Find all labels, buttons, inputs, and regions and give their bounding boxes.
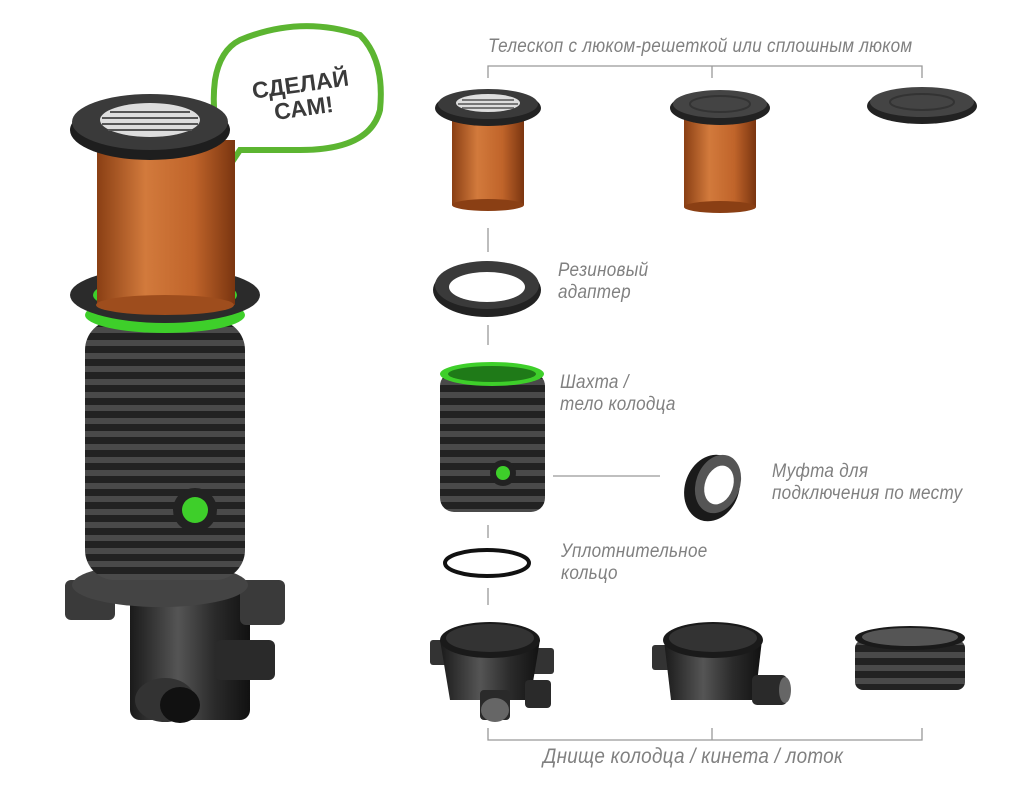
shaft-image: [440, 362, 545, 512]
label-seal-line-2: кольцо: [561, 563, 618, 584]
connector-lines: [487, 65, 923, 741]
telescope-grate-image: [435, 89, 541, 211]
speech-bubble: [210, 23, 384, 182]
bottom-with-inlets-image: [430, 622, 554, 722]
label-adapter-line-1: Резиновый: [558, 260, 649, 281]
label-seal-line-1: Уплотнительное: [561, 541, 708, 562]
label-shaft: Шахта / тело колодца: [560, 372, 676, 416]
solid-lid-image: [867, 87, 977, 124]
seal-ring-image: [443, 548, 531, 578]
telescope-solid-lid-image: [670, 90, 770, 213]
assembled-well: [65, 94, 285, 723]
rubber-adapter-image: [433, 261, 541, 317]
bottom-single-inlet-image: [652, 622, 791, 705]
bottom-plain-image: [855, 626, 965, 690]
label-seal: Уплотнительное кольцо: [561, 541, 708, 585]
label-coupling: Муфта для подключения по месту: [772, 461, 962, 505]
label-telescope: Телескоп с люком-решеткой или сплошным л…: [488, 36, 913, 57]
coupling-image: [684, 454, 742, 522]
label-shaft-line-2: тело колодца: [560, 394, 676, 415]
label-adapter-line-2: адаптер: [558, 282, 631, 303]
label-coupling-line-1: Муфта для: [772, 461, 869, 482]
label-bottom: Днище колодца / кинета / лоток: [543, 745, 844, 768]
label-shaft-line-1: Шахта /: [560, 372, 629, 393]
label-coupling-line-2: подключения по месту: [772, 483, 963, 504]
label-adapter: Резиновый адаптер: [558, 260, 648, 304]
